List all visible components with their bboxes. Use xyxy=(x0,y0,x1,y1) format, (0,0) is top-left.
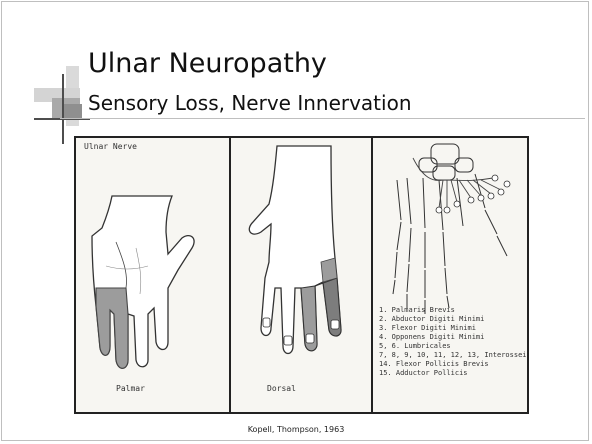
title-divider xyxy=(60,118,585,119)
legend-item: 7, 8, 9, 10, 11, 12, 13, Interossei xyxy=(379,351,527,360)
legend-item: 14. Flexor Pollicis Brevis xyxy=(379,360,527,369)
legend-item: 5, 6. Lumbricales xyxy=(379,342,527,351)
legend-item: 1. Palmaris Brevis xyxy=(379,306,527,315)
legend-item: 4. Opponens Digiti Minimi xyxy=(379,333,527,342)
figure-citation: Kopell, Thompson, 1963 xyxy=(0,425,592,434)
palmar-hand-drawing xyxy=(76,138,229,412)
muscle-legend: 1. Palmaris Brevis 2. Abductor Digiti Mi… xyxy=(379,306,527,378)
slide-subtitle: Sensory Loss, Nerve Innervation xyxy=(88,93,412,113)
palmar-panel: Ulnar Nerve Palmar xyxy=(76,138,229,412)
legend-item: 3. Flexor Digiti Minimi xyxy=(379,324,527,333)
dorsal-hand-drawing xyxy=(231,138,371,412)
skeleton-panel: 1. Palmaris Brevis 2. Abductor Digiti Mi… xyxy=(373,138,527,412)
anatomy-figure: Ulnar Nerve Palmar Dorsal xyxy=(74,136,529,414)
dorsal-label: Dorsal xyxy=(267,384,296,393)
dorsal-panel: Dorsal xyxy=(231,138,371,412)
slide-title: Ulnar Neuropathy xyxy=(88,50,327,77)
palmar-label: Palmar xyxy=(116,384,145,393)
legend-item: 2. Abductor Digiti Minimi xyxy=(379,315,527,324)
palmar-sensory-loss-area xyxy=(96,288,128,368)
legend-item: 15. Adductor Pollicis xyxy=(379,369,527,378)
panel-heading: Ulnar Nerve xyxy=(84,142,137,151)
